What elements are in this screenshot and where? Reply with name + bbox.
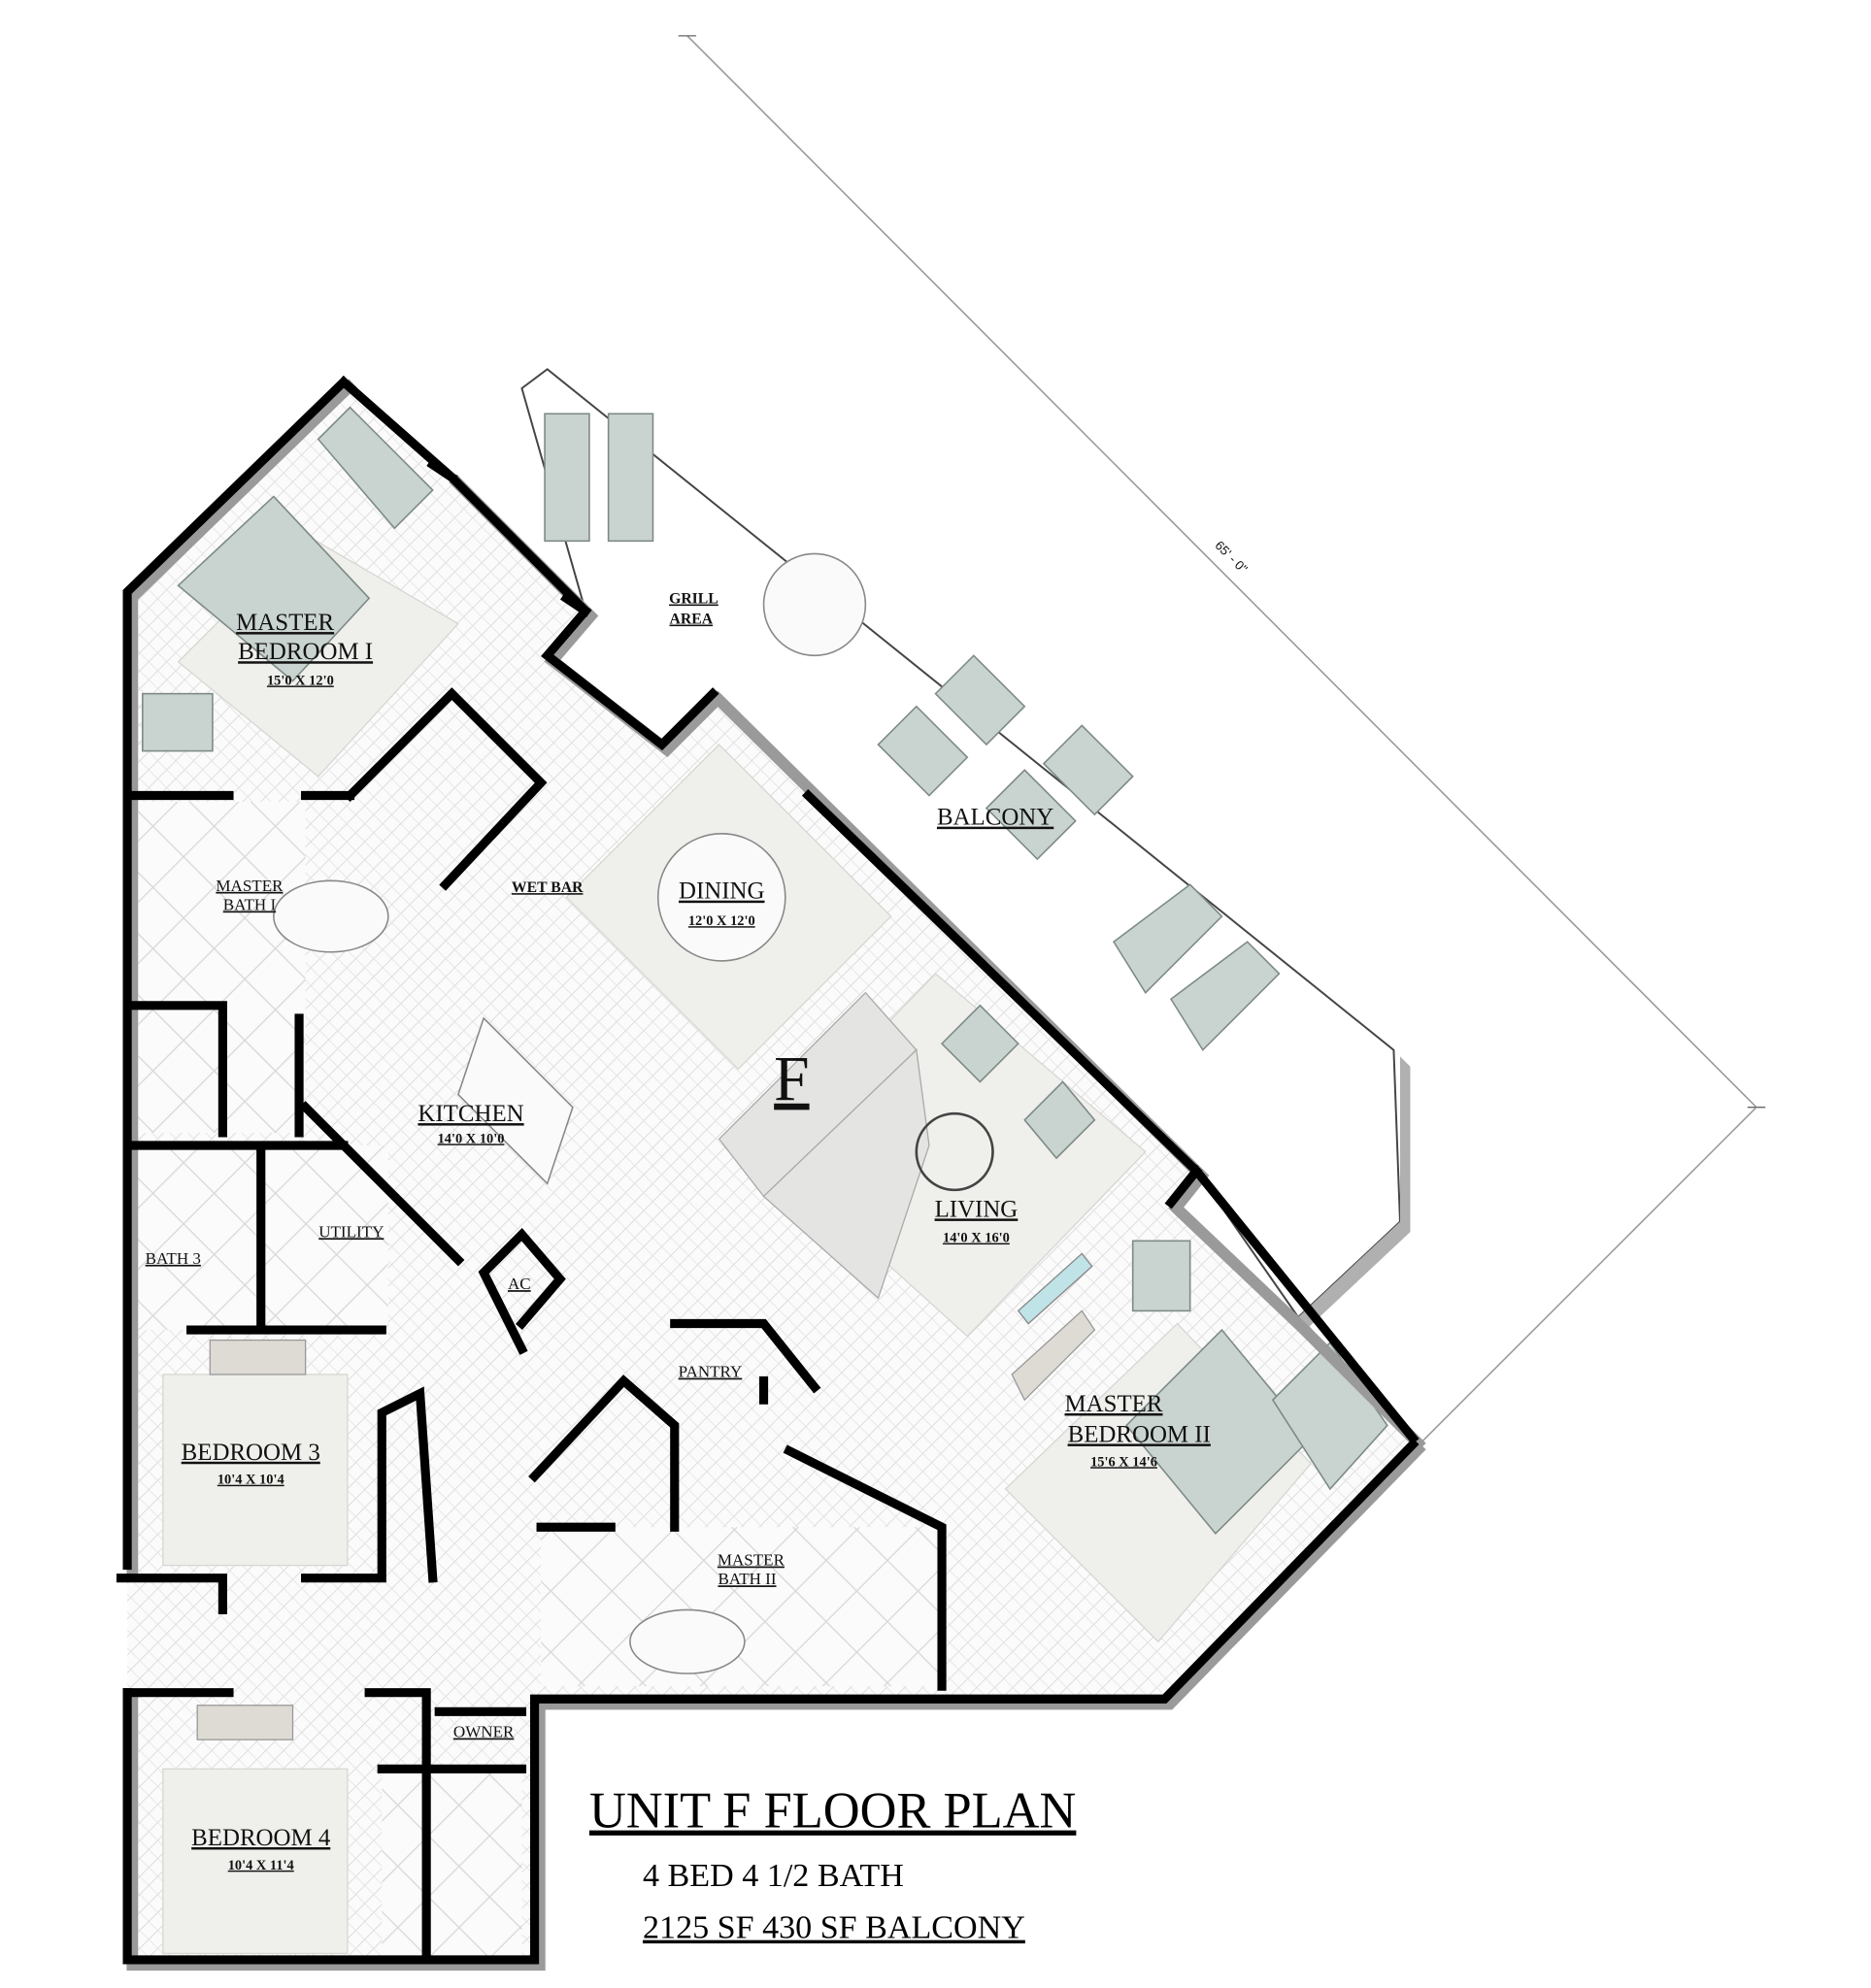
master-bedroom-2-label: MASTER: [1065, 1391, 1163, 1417]
dimension-label: 65' - 0": [1213, 538, 1252, 577]
wet-bar-label: WET BAR: [512, 879, 584, 896]
master-bedroom-1-label-2: BEDROOM I: [238, 639, 373, 665]
lounge-chair: [607, 413, 654, 543]
master-bedroom-2-label-2: BEDROOM II: [1068, 1421, 1211, 1447]
balcony-label: BALCONY: [937, 805, 1053, 831]
dining-label: DINING: [679, 878, 765, 905]
bedroom-3-label: BEDROOM 3: [182, 1440, 320, 1466]
lounge-chair: [544, 413, 590, 543]
master-bedroom-1-size: 15'0 X 12'0: [267, 673, 334, 688]
room-labels: MASTER BEDROOM I 15'0 X 12'0 MASTER BATH…: [146, 591, 1211, 1873]
master-bath-2-label-2: BATH II: [718, 1570, 776, 1588]
kitchen-label: KITCHEN: [418, 1101, 523, 1127]
dining-size: 12'0 X 12'0: [688, 913, 755, 929]
beds-baths: 4 BED 4 1/2 BATH: [643, 1858, 904, 1894]
bathtub: [273, 879, 389, 953]
dining-table: [656, 833, 786, 962]
master-bedroom-1-label: MASTER: [236, 610, 334, 636]
kitchen-size: 14'0 X 10'0: [438, 1131, 505, 1146]
rug-bedroom-3: [162, 1374, 349, 1567]
owner-label: OWNER: [453, 1723, 515, 1741]
bathtub-2: [629, 1608, 746, 1674]
living-label: LIVING: [935, 1196, 1019, 1222]
title-block: UNIT F FLOOR PLAN 4 BED 4 1/2 BATH 2125 …: [589, 1783, 1076, 1946]
rug-bedroom-4: [162, 1768, 349, 1955]
master-bath-1-label: MASTER: [216, 877, 284, 895]
grill-area-label-2: AREA: [670, 612, 714, 628]
master-bath-1-label-2: BATH I: [223, 895, 277, 913]
pantry-label: PANTRY: [679, 1363, 743, 1381]
grill-area-label: GRILL: [669, 591, 718, 608]
unit-letter: F: [774, 1044, 809, 1114]
master-bath-2-label: MASTER: [718, 1551, 785, 1570]
area-summary: 2125 SF 430 SF BALCONY: [643, 1910, 1025, 1946]
bed-master-1: [177, 495, 371, 682]
balcony-table: [762, 552, 867, 657]
ac-label: AC: [508, 1275, 531, 1293]
bedroom-4-label: BEDROOM 4: [191, 1825, 331, 1851]
coffee-table: [915, 1111, 994, 1192]
bedroom-4-size: 10'4 X 11'4: [228, 1858, 294, 1873]
master-bedroom-2-size: 15'6 X 14'6: [1090, 1454, 1157, 1470]
bath-4-floor: [382, 1769, 522, 1960]
utility-label: UTILITY: [318, 1222, 384, 1241]
bath-3-label: BATH 3: [146, 1249, 201, 1268]
walls: [116, 375, 1426, 1971]
furniture: [142, 406, 1388, 1740]
living-size: 14'0 X 16'0: [943, 1231, 1010, 1246]
bedroom-3-size: 10'4 X 10'4: [217, 1473, 284, 1488]
plan-title: UNIT F FLOOR PLAN: [589, 1783, 1076, 1839]
